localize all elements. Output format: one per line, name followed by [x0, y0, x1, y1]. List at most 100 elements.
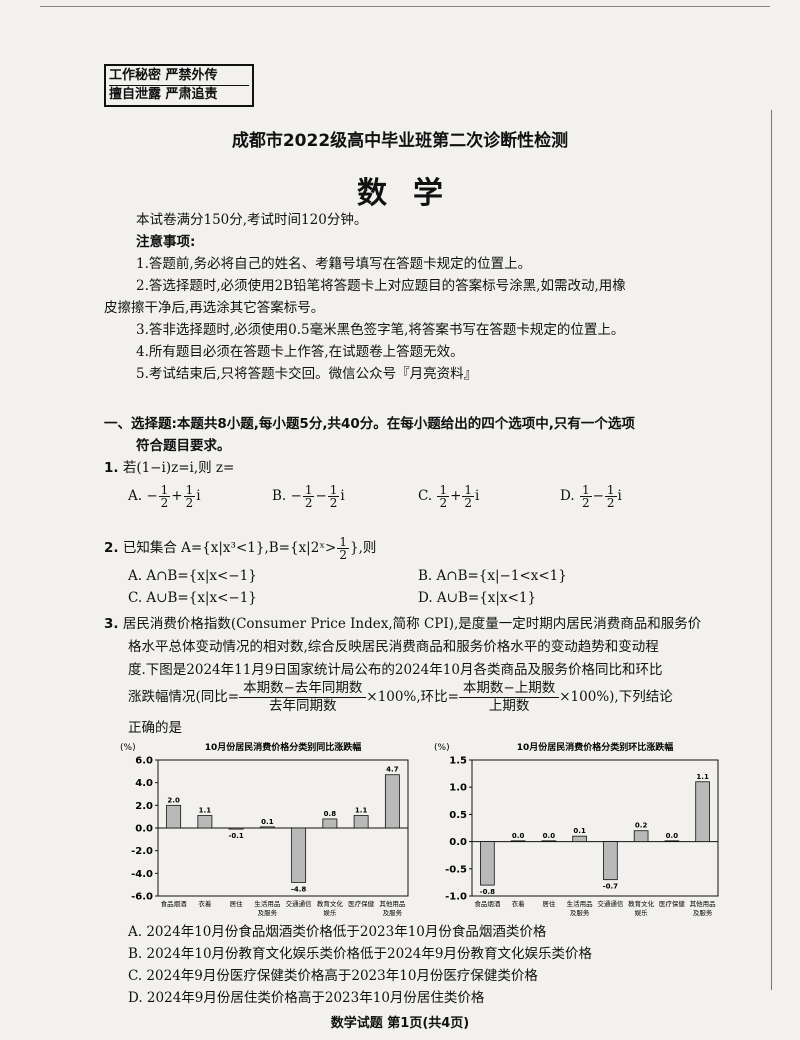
data-label: 0.8: [324, 810, 337, 818]
category-label: 教育文化: [628, 899, 655, 908]
binding-line: [771, 110, 772, 990]
q1-b-tail: i: [340, 488, 345, 504]
stamp-line-1: 工作秘密 严禁外传: [109, 68, 218, 83]
q2-option-a[interactable]: A. A∩B={x|x<−1}: [128, 568, 257, 584]
q3-lead: 正确的是: [128, 720, 182, 736]
data-label: 1.1: [199, 807, 212, 815]
bar: [695, 781, 710, 842]
q3-option-a[interactable]: A. 2024年10月份食品烟酒类价格低于2023年10月份食品烟酒类价格: [128, 924, 547, 940]
q1-text: 若(1−i)z=i,则 z=: [122, 460, 235, 476]
q3-option-b[interactable]: B. 2024年10月份教育文化娱乐类价格低于2024年9月份教育文化娱乐类价格: [128, 946, 592, 962]
q3-line-3: 度.下图是2024年11月9日国家统计局公布的2024年10月各类商品及服务价格…: [128, 662, 663, 678]
mom-bar-chart: 10月份居民消费价格分类别环比涨跌幅(%)1.51.00.50.0-0.5-1.…: [434, 741, 719, 917]
category-label: 教育文化: [317, 899, 344, 908]
category-label: 衣着: [512, 899, 526, 908]
y-tick-label: 2.0: [135, 801, 153, 812]
subject-title: 数学: [357, 176, 469, 211]
q3-text-1: 居民消费价格指数(Consumer Price Index,简称 CPI),是度…: [122, 616, 702, 632]
chart-title: 10月份居民消费价格分类别环比涨跌幅: [517, 741, 674, 753]
confidential-stamp: 工作秘密 严禁外传 擅自泄露 严肃追责: [104, 64, 254, 107]
q3-option-c[interactable]: C. 2024年9月份医疗保健类价格高于2023年10月份医疗保健类价格: [128, 968, 538, 984]
q2-option-c[interactable]: C. A∪B={x|x<−1}: [128, 590, 257, 606]
category-label: 及服务: [383, 908, 403, 917]
bar: [166, 804, 182, 829]
y-tick-label: 0.0: [135, 824, 153, 835]
data-label: 0.0: [512, 832, 525, 840]
y-tick-label: 1.0: [449, 783, 467, 794]
q1-number: 1.: [104, 460, 119, 476]
category-label: 娱乐: [635, 908, 649, 917]
category-label: 医疗保健: [348, 899, 375, 908]
q1-c-op: +: [450, 488, 462, 504]
category-label: 娱乐: [323, 908, 337, 917]
q2-option-d[interactable]: D. A∪B={x|x<1}: [418, 590, 537, 606]
y-tick-label: -2.0: [131, 846, 153, 857]
q3-mom-fraction: 本期数−上期数上期数: [458, 680, 560, 715]
note-2-cont: 皮擦擦干净后,再选涂其它答案标号。: [104, 300, 325, 316]
top-edge-line: [40, 0, 770, 7]
chart-title: 10月份居民消费价格分类别同比涨跌幅: [205, 741, 362, 753]
data-label: 0.1: [261, 818, 274, 826]
category-label: 及服务: [693, 908, 713, 917]
category-label: 生活用品: [567, 899, 593, 908]
q3-formula-line: 涨跌幅情况(同比=本期数−去年同期数去年同期数×100%,环比=本期数−上期数上…: [128, 680, 673, 715]
category-label: 居住: [542, 899, 556, 908]
data-label: 2.0: [167, 796, 180, 804]
data-label: 0.0: [666, 832, 679, 840]
bar: [197, 815, 213, 829]
category-label: 衣着: [198, 899, 212, 908]
bar: [510, 840, 526, 843]
data-label: 4.7: [386, 766, 399, 774]
q1-b-label: B.: [272, 488, 287, 504]
note-3: 3.答非选择题时,必须使用0.5毫米黑色签字笔,将答案书写在答题卡规定的位置上。: [136, 322, 625, 338]
note-5: 5.考试结束后,只将答题卡交回。微信公众号『月亮资料』: [136, 366, 478, 382]
q1-c-label: C.: [418, 488, 433, 504]
y-tick-label: 6.0: [135, 756, 153, 767]
q1-c-tail: i: [475, 488, 480, 504]
data-label: 0.0: [543, 832, 556, 840]
y-tick-label: 0.5: [449, 810, 467, 821]
y-axis-unit: (%): [120, 743, 136, 753]
bar: [664, 840, 680, 843]
category-label: 医疗保健: [659, 899, 686, 908]
category-label: 居住: [230, 899, 244, 908]
q1-a-label: A.: [128, 488, 143, 504]
data-label: -0.8: [480, 888, 495, 896]
q1-d-op: −: [592, 488, 604, 504]
q1-a-op: +: [171, 488, 183, 504]
q1-d-label: D.: [560, 488, 575, 504]
category-label: 及服务: [258, 908, 278, 917]
data-label: 0.2: [635, 822, 648, 830]
yoy-bar-chart: 10月份居民消费价格分类别同比涨跌幅 (%) 6.0 4.0 2.0 0.0 -2.0 -4.…: [120, 741, 409, 917]
data-label: -4.8: [291, 885, 306, 893]
category-label: 其他用品: [379, 899, 405, 908]
q2-text-a: 已知集合 A={x|x³<1},B=: [122, 540, 290, 556]
bar: [228, 827, 244, 830]
category-label: 及服务: [570, 908, 590, 917]
category-label: 交通通信: [597, 899, 624, 908]
bar: [572, 835, 587, 843]
q2-text-c: },则: [350, 540, 377, 556]
bar: [384, 774, 400, 829]
data-label: -0.1: [228, 832, 243, 840]
bar: [322, 818, 338, 829]
y-tick-label: 4.0: [135, 778, 153, 789]
q2-option-b[interactable]: B. A∩B={x|−1<x<1}: [418, 568, 567, 584]
q3-option-d[interactable]: D. 2024年9月份居住类价格高于2023年10月份居住类价格: [128, 990, 485, 1006]
bar: [353, 815, 369, 829]
exam-title: 成都市2022级高中毕业班第二次诊断性检测: [231, 131, 569, 151]
section-heading-cont: 符合题目要求。: [136, 438, 231, 454]
q3-yoy-fraction: 本期数−去年同期数去年同期数: [239, 680, 367, 715]
